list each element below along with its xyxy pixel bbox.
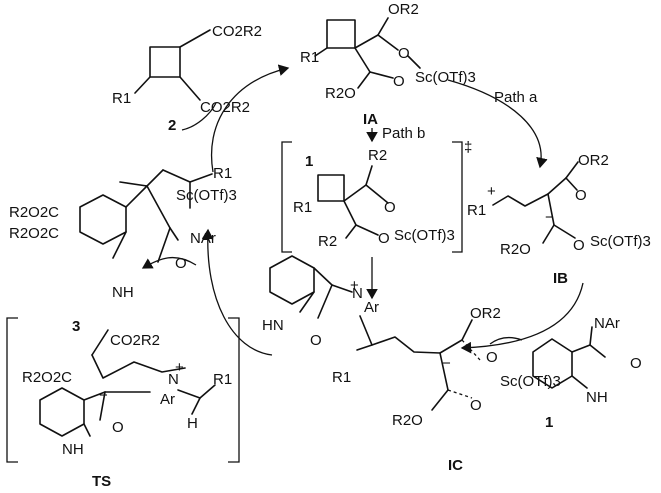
- path-b-transition-structure: ‡ 1 R2 O R1 R2 O Sc(OTf)3: [281, 139, 472, 253]
- ia-r2o-label: R2O: [325, 85, 356, 102]
- p3-r2o2c-1: R2O2C: [9, 204, 59, 221]
- ts-h: H: [187, 415, 198, 432]
- tsb-o-bottom: O: [378, 230, 390, 247]
- ic-label: IC: [448, 457, 463, 474]
- product-3-structure: R2O2C R2O2C R1 NAr O NH 3: [9, 165, 232, 335]
- intermediate-ic-structure: HN O N Ar + R1 OR2 O − R2O O Sc(OTf)3 IC: [262, 255, 561, 474]
- ic-sc: Sc(OTf)3: [500, 373, 561, 390]
- ic-r1: R1: [332, 369, 351, 386]
- ic-o-bottom: O: [470, 397, 482, 414]
- path-b-ref-1: 1: [305, 153, 313, 170]
- ic-ar: Ar: [364, 299, 379, 316]
- co2r2-bottom-label: CO2R2: [200, 99, 250, 116]
- ts-minus: −: [99, 387, 108, 404]
- ts-o: O: [112, 419, 124, 436]
- ts-r1: R1: [213, 371, 232, 388]
- p3-r2o2c-2: R2O2C: [9, 225, 59, 242]
- path-b-label: Path b: [382, 125, 425, 142]
- ib-plus: +: [487, 183, 496, 200]
- ic-n-plus: N: [352, 285, 363, 302]
- ts-r2o2c: R2O2C: [22, 369, 72, 386]
- ib-r1: R1: [467, 202, 486, 219]
- ic-r2o: R2O: [392, 412, 423, 429]
- p3-nh: NH: [112, 284, 134, 301]
- compound-2-structure: CO2R2 CO2R2 R1 2: [112, 23, 262, 134]
- c1-nh: NH: [586, 389, 608, 406]
- tsb-r1: R1: [293, 199, 312, 216]
- ia-or2-label: OR2: [388, 1, 419, 18]
- intermediate-ia-structure: OR2 O R1 R2O O Sc(OTf)3 IA: [300, 1, 476, 128]
- ia-label: IA: [363, 111, 378, 128]
- ib-o-top: O: [575, 187, 587, 204]
- tsb-sc: Sc(OTf)3: [394, 227, 455, 244]
- r1-label: R1: [112, 90, 131, 107]
- ic-o: O: [310, 332, 322, 349]
- c1-nar: NAr: [594, 315, 620, 332]
- ib-minus: −: [545, 209, 554, 226]
- ts-label: TS: [92, 473, 111, 490]
- ic-minus: −: [442, 355, 451, 372]
- co2r2-top-label: CO2R2: [212, 23, 262, 40]
- ic-or2: OR2: [470, 305, 501, 322]
- ia-r1-label: R1: [300, 49, 319, 66]
- ib-o-bottom: O: [573, 237, 585, 254]
- intermediate-ib-structure: R1 + OR2 O − R2O O Sc(OTf)3 IB: [467, 152, 651, 287]
- tsb-o-top: O: [384, 199, 396, 216]
- ib-or2: OR2: [578, 152, 609, 169]
- ic-hn: HN: [262, 317, 284, 334]
- ic-plus: +: [350, 277, 359, 294]
- compound-2-label: 2: [168, 117, 176, 134]
- ts-co2r2: CO2R2: [110, 332, 160, 349]
- ib-sc: Sc(OTf)3: [590, 233, 651, 250]
- ts-structure: CO2R2 R2O2C − N + Ar R1 H O NH TS: [6, 317, 240, 490]
- ib-r2o: R2O: [500, 241, 531, 258]
- compound-1-label: 1: [545, 414, 553, 431]
- ib-label: IB: [553, 270, 568, 287]
- sc-catalyst-label: Sc(OTf)3: [176, 187, 237, 204]
- ts-nh: NH: [62, 441, 84, 458]
- ic-o-top: O: [486, 349, 498, 366]
- ia-o2-label: O: [393, 73, 405, 90]
- c1-o: O: [630, 355, 642, 372]
- tsb-r2-top: R2: [368, 147, 387, 164]
- p3-o: O: [175, 255, 187, 272]
- cycle-arrows: Path a Path b Sc(OTf)3: [141, 64, 584, 356]
- ia-o-label: O: [398, 45, 410, 62]
- path-a-label: Path a: [494, 89, 538, 106]
- tsb-r2-bottom: R2: [318, 233, 337, 250]
- ts-plus: +: [175, 359, 184, 376]
- p3-nar: NAr: [190, 230, 216, 247]
- ts-n: N: [168, 371, 179, 388]
- compound-1-structure: NAr O NH 1: [532, 315, 642, 431]
- dagger-mark: ‡: [464, 139, 472, 156]
- ia-sc-label: Sc(OTf)3: [415, 69, 476, 86]
- compound-3-label: 3: [72, 318, 80, 335]
- ts-ar: Ar: [160, 391, 175, 408]
- p3-r1: R1: [213, 165, 232, 182]
